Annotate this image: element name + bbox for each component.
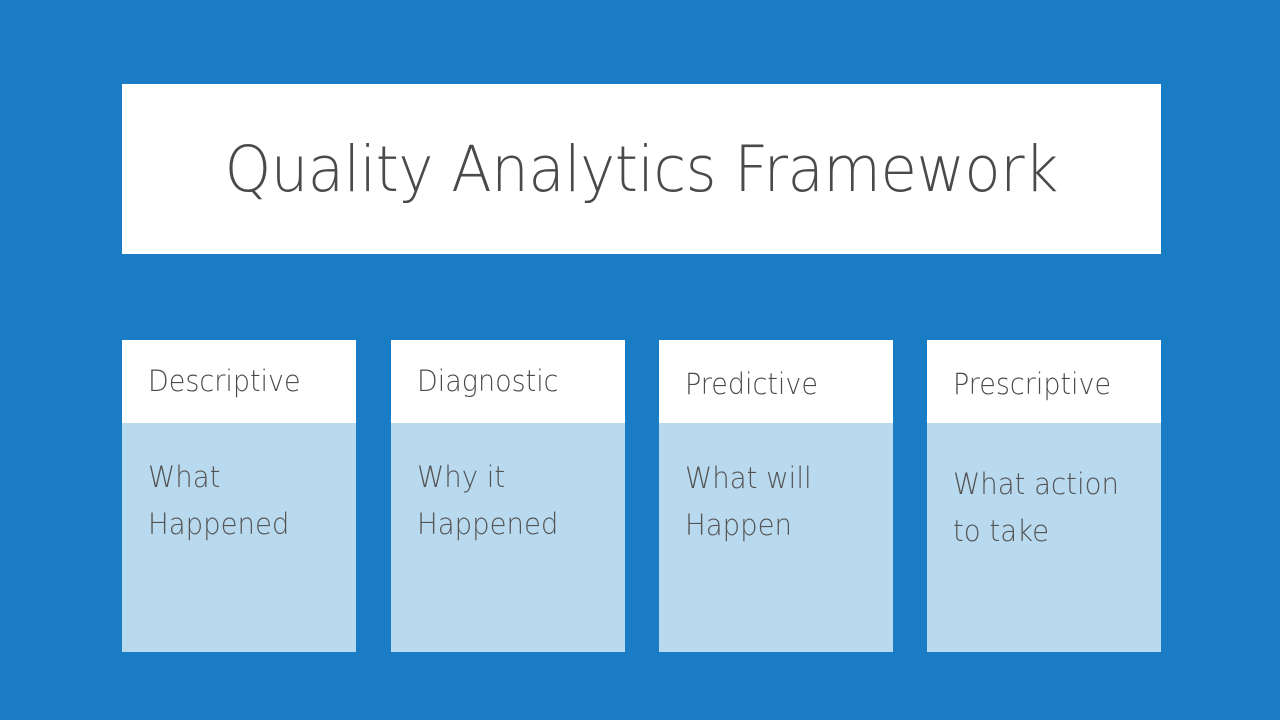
card-title-descriptive: Descriptive <box>148 364 301 398</box>
card-body-line: Happen <box>685 508 792 542</box>
card-body-text-descriptive: What Happened <box>148 454 332 548</box>
card-body-diagnostic: Why it Happened <box>391 423 625 652</box>
card-header-descriptive: Descriptive <box>122 340 356 423</box>
card-title-diagnostic: Diagnostic <box>417 364 559 398</box>
card-body-line: Why it <box>417 460 506 494</box>
card-body-line: What action <box>953 467 1119 501</box>
card-body-line: to take <box>953 514 1050 548</box>
analytics-card-prescriptive[interactable]: Prescriptive What action to take <box>927 340 1161 652</box>
card-body-predictive: What will Happen <box>659 423 893 652</box>
card-body-text-prescriptive: What action to take <box>953 461 1137 555</box>
card-body-line: Happened <box>417 507 559 541</box>
analytics-card-row: Descriptive What Happened Diagnostic Why… <box>122 340 1161 652</box>
card-header-prescriptive: Prescriptive <box>927 340 1161 423</box>
card-body-line: What <box>148 460 221 494</box>
card-title-prescriptive: Prescriptive <box>953 367 1112 401</box>
title-banner: Quality Analytics Framework <box>122 84 1161 254</box>
card-title-predictive: Predictive <box>685 367 818 401</box>
card-header-diagnostic: Diagnostic <box>391 340 625 423</box>
page-title: Quality Analytics Framework <box>224 132 1059 206</box>
card-body-text-predictive: What will Happen <box>685 455 869 549</box>
card-body-line: Happened <box>148 507 290 541</box>
card-body-line: What will <box>685 461 812 495</box>
card-body-descriptive: What Happened <box>122 423 356 652</box>
analytics-card-descriptive[interactable]: Descriptive What Happened <box>122 340 356 652</box>
card-body-text-diagnostic: Why it Happened <box>417 454 601 548</box>
card-body-prescriptive: What action to take <box>927 423 1161 652</box>
analytics-card-diagnostic[interactable]: Diagnostic Why it Happened <box>391 340 625 652</box>
analytics-card-predictive[interactable]: Predictive What will Happen <box>659 340 893 652</box>
card-header-predictive: Predictive <box>659 340 893 423</box>
